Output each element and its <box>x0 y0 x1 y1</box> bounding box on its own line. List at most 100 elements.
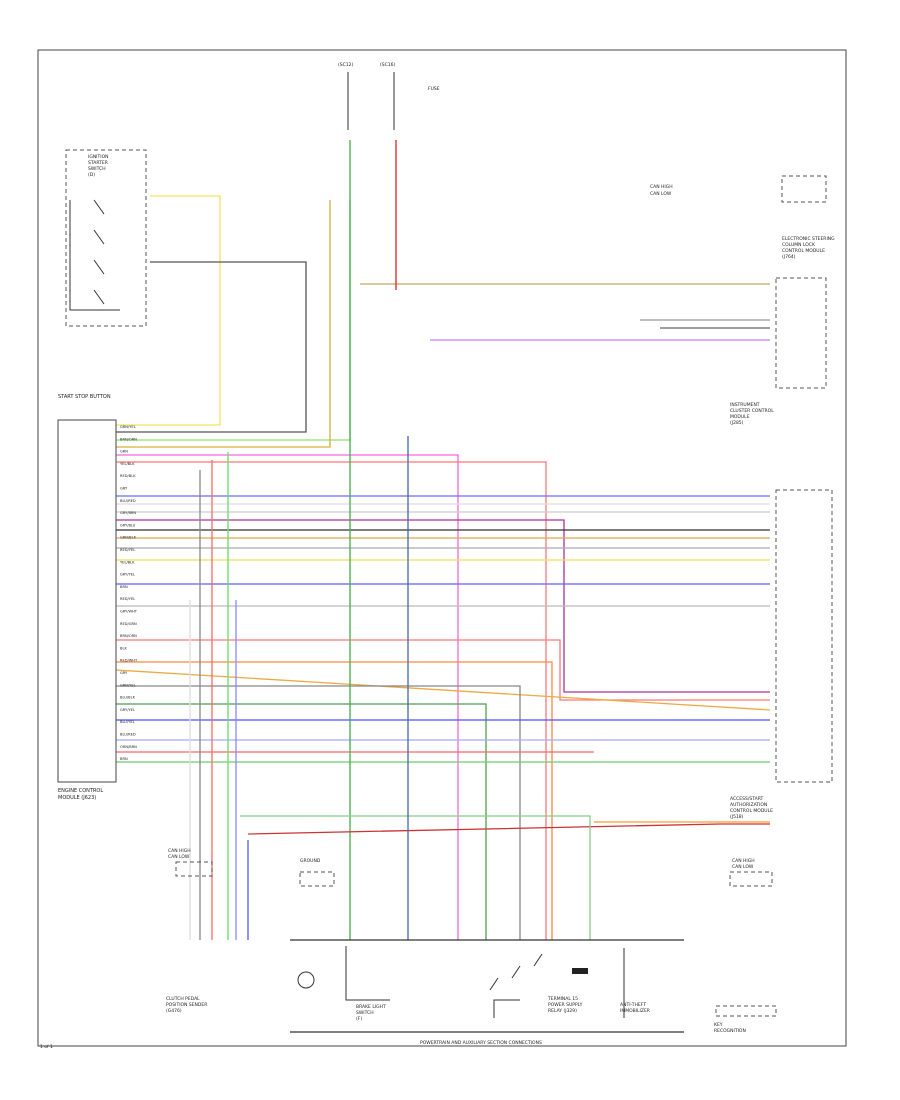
terminal-relay-label-2: POWER SUPPLY <box>548 1002 583 1008</box>
key-recognition-box <box>715 1005 777 1017</box>
ground-box <box>299 871 335 887</box>
instrument-cluster: INSTRUMENT CLUSTER CONTROL MODULE (J285) <box>730 277 827 426</box>
wire-color-label: RED/BLK <box>120 474 136 478</box>
instrument-cluster-body <box>775 277 827 389</box>
access-start-label-2: AUTHORIZATION <box>730 802 767 808</box>
footer-caption: POWERTRAIN AND AUXILIARY SECTION CONNECT… <box>420 1040 542 1046</box>
can-bottom-right-label-1: CAN HIGH <box>732 858 755 864</box>
can-connector-top: CAN HIGH CAN LOW ELECTRONIC STEERING COL… <box>650 175 835 260</box>
wire-color-label: BRN <box>120 757 128 761</box>
wire-19 <box>116 685 521 940</box>
key-recognition-label-2: RECOGNITION <box>714 1028 746 1034</box>
wire-color-label: BLU/BLK <box>120 696 136 700</box>
ignition-switch-label-2: STARTER <box>88 160 108 166</box>
engine-module-label: ENGINE CONTROL <box>58 788 103 794</box>
switch-contact-3 <box>93 259 105 275</box>
wire-color-label: YEL/BLK <box>120 560 135 564</box>
wire-color-label: YEL/BLK <box>120 462 135 466</box>
instrument-cluster-label-3: MODULE <box>730 414 750 420</box>
instrument-cluster-label-2: CLUSTER CONTROL <box>730 408 774 414</box>
anti-theft-label-2: IMMOBILIZER <box>620 1008 650 1014</box>
clutch-switch-label-2: POSITION SENDER <box>166 1002 207 1008</box>
brake-switch-lead <box>493 999 520 1018</box>
clutch-switch-label-1: CLUTCH PEDAL <box>166 996 200 1002</box>
starter-relay-block <box>572 968 588 974</box>
brake-switch-label-3: (F) <box>356 1016 362 1022</box>
page-number: 1 of 1 <box>40 1044 53 1050</box>
can-bottom-right-box <box>729 871 773 887</box>
wire-17 <box>116 661 553 940</box>
wire-0 <box>116 195 221 426</box>
steering-lock-lead <box>345 946 390 1001</box>
wire-color-label: BRN/ORN <box>120 634 137 638</box>
fuse-label-2: (SC16) <box>380 62 395 68</box>
wire-color-label: GRY <box>120 671 128 675</box>
fuse-label-1: (SC12) <box>338 62 353 68</box>
access-start-module: ACCESS/START AUTHORIZATION CONTROL MODUL… <box>730 489 833 820</box>
wire-32 <box>240 815 591 940</box>
wire-4 <box>116 454 459 940</box>
ignition-switch-body <box>65 149 147 327</box>
wire-color-label: ORN/BRN <box>120 745 137 749</box>
wire-color-label: GRY/YEL <box>120 573 135 577</box>
ignition-switch-label-1: IGNITION <box>88 154 109 160</box>
brake-switch-label-1: BRAKE LIGHT <box>356 1004 386 1010</box>
wire-color-label: RED/WHT <box>120 659 138 663</box>
ignition-switch-label-3: SWITCH <box>88 166 106 172</box>
can-top-label-1: CAN HIGH <box>650 184 673 190</box>
wire-color-label: GRN/BLK <box>120 536 137 540</box>
wire-5 <box>116 461 547 940</box>
brake-switch-contact-3 <box>533 953 543 967</box>
anti-theft-label-1: ANTI-THEFT <box>620 1002 646 1008</box>
wire-18 <box>115 669 771 711</box>
switch-contact-2 <box>93 229 105 245</box>
wire-color-label: GRN/YEL <box>120 683 136 687</box>
switch-contact-4 <box>93 289 105 305</box>
wire-color-label: GRN <box>120 450 128 454</box>
wire-color-label: RED/YEL <box>120 548 135 552</box>
ignition-switch-label-4: (D) <box>88 172 95 178</box>
electronic-steering-label-1: ELECTRONIC STEERING <box>782 236 835 242</box>
brake-switch-contact-2 <box>511 965 521 979</box>
vehicle-speed-sensor-icon <box>297 971 315 989</box>
wire-color-label: BRN <box>120 585 128 589</box>
diagram-frame <box>37 49 847 1047</box>
bottom-components: CAN HIGH CAN LOW GROUND CAN HIGH CAN LOW… <box>166 848 777 1034</box>
access-start-label-1: ACCESS/START <box>730 796 763 802</box>
wire-color-label: RED/GRN <box>120 622 137 626</box>
wire-layer: GRN/YEL BRN/ORN GRN YEL/BLK RED/BLK GRY BLU/RE… <box>115 140 771 940</box>
wire-color-label: GRY/BLU <box>120 523 136 527</box>
switch-common-rail <box>69 200 120 311</box>
wire-3 <box>116 200 331 448</box>
access-start-body <box>775 489 833 783</box>
wire-color-label: BLU/YEL <box>120 720 135 724</box>
can-top-box <box>781 175 827 203</box>
electronic-steering-label-2: COLUMN LOCK <box>782 242 816 248</box>
switch-contact-1 <box>93 199 105 215</box>
wire-color-label: BLU/RED <box>120 733 136 737</box>
ground-label: GROUND <box>300 858 321 864</box>
wire-1 <box>116 261 307 433</box>
brake-switch-contact-1 <box>489 977 499 991</box>
fuse-label-main: FUSE <box>428 86 440 92</box>
electronic-steering-label-4: (J764) <box>782 254 796 260</box>
wire-color-label: GRY/YEL <box>120 708 135 712</box>
wire-color-label: BLU/RED <box>120 499 136 503</box>
wire-color-label: BLK <box>120 646 127 650</box>
wire-16 <box>116 639 770 701</box>
wire-31 <box>247 823 770 835</box>
can-bottom-left-label-1: CAN HIGH <box>168 848 191 854</box>
terminal-relay-label-3: RELAY (J329) <box>548 1008 577 1014</box>
can-bottom-right-label-2: CAN LOW <box>732 864 754 870</box>
wire-color-label: GRN/YEL <box>120 425 136 429</box>
clutch-switch-label-3: (G476) <box>166 1008 182 1014</box>
fuse-box: (SC12) (SC16) FUSE <box>338 62 440 130</box>
wire-20 <box>116 703 487 940</box>
wire-2 <box>116 200 351 441</box>
engine-module-label-2: MODULE (J623) <box>58 795 96 801</box>
can-bottom-left-box <box>175 861 213 877</box>
instrument-cluster-label-4: (J285) <box>730 420 744 426</box>
can-top-label-2: CAN LOW <box>650 191 672 197</box>
electronic-steering-label-3: CONTROL MODULE <box>782 248 825 254</box>
ignition-switch: IGNITION STARTER SWITCH (D) <box>65 149 147 327</box>
